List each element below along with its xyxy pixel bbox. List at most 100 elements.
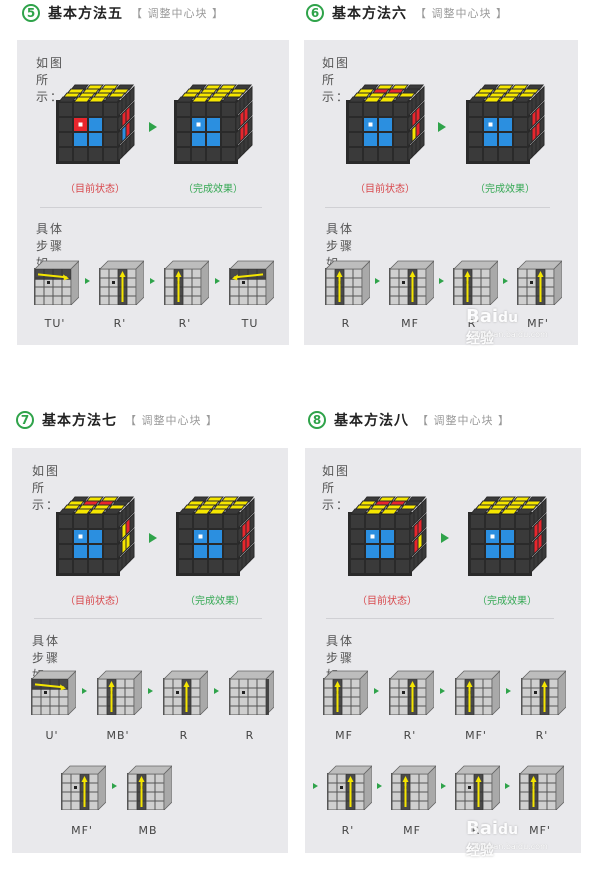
- move-label: R: [179, 729, 189, 742]
- before-caption: （目前状态）: [65, 596, 125, 607]
- divider: [40, 207, 262, 208]
- arrow-icon: [377, 783, 382, 789]
- arrow-icon: [375, 278, 380, 284]
- step-cube-1: [34, 260, 79, 305]
- arrow-icon: [439, 278, 444, 284]
- before-caption: （目前状态）: [357, 596, 417, 607]
- step-cube-3: [453, 260, 498, 305]
- step-cube-2: [97, 670, 142, 715]
- section-header: 8 基本方法八 【 调整中心块 】: [308, 410, 510, 430]
- after-caption: （完成效果）: [477, 596, 537, 607]
- step-cube-4: [517, 260, 562, 305]
- step-cube-2: [389, 670, 434, 715]
- step-cube-2: [389, 260, 434, 305]
- arrow-icon: [441, 783, 446, 789]
- step-cube-5: [61, 765, 106, 810]
- section-title: 基本方法八: [334, 413, 409, 429]
- step-cube-4: [229, 670, 274, 715]
- move-label: R': [341, 824, 355, 837]
- arrow-icon: [506, 688, 511, 694]
- after-caption: （完成效果）: [185, 596, 245, 607]
- move-label: TU: [241, 317, 259, 330]
- step-number-badge: 5: [22, 4, 40, 22]
- section-tag: 【 调整中心块 】: [125, 414, 218, 427]
- arrow-icon: [440, 688, 445, 694]
- move-label: MF: [335, 729, 353, 742]
- as-shown-label: 如图所示：: [36, 56, 65, 104]
- as-shown-label: 如图所示：: [322, 464, 351, 512]
- move-label: MF: [401, 317, 419, 330]
- divider: [326, 618, 554, 619]
- watermark-logo: Baidu经验: [466, 818, 519, 859]
- move-label: MB: [138, 824, 158, 837]
- watermark-url: jingyan.baidu.com: [474, 330, 548, 339]
- arrow-icon: [313, 783, 318, 789]
- step-cube-1: [323, 670, 368, 715]
- move-label: R': [467, 317, 481, 330]
- cube-before: [56, 496, 135, 576]
- cube-after: [466, 84, 545, 164]
- arrow-icon: [374, 688, 379, 694]
- arrow-icon: [150, 278, 155, 284]
- cube-before: [346, 84, 425, 164]
- after-caption: （完成效果）: [183, 184, 243, 195]
- arrow-icon: [503, 278, 508, 284]
- step-cube-4: [229, 260, 274, 305]
- section-header: 5 基本方法五 【 调整中心块 】: [22, 3, 224, 23]
- section-header: 7 基本方法七 【 调整中心块 】: [16, 410, 218, 430]
- arrow-icon: [85, 278, 90, 284]
- step-cube-8: [519, 765, 564, 810]
- as-shown-label: 如图所示：: [32, 464, 61, 512]
- watermark-url: jingyan.baidu.com: [474, 842, 548, 851]
- step-cube-1: [325, 260, 370, 305]
- section-tag: 【 调整中心块 】: [417, 414, 510, 427]
- arrow-icon: [149, 122, 157, 132]
- move-label: TU': [44, 317, 66, 330]
- move-label: R: [245, 729, 255, 742]
- section-header: 6 基本方法六 【 调整中心块 】: [306, 3, 508, 23]
- arrow-icon: [214, 688, 219, 694]
- step-cube-3: [164, 260, 209, 305]
- step-cube-7: [455, 765, 500, 810]
- after-caption: （完成效果）: [475, 184, 535, 195]
- cube-after: [174, 84, 253, 164]
- move-label: MF': [71, 824, 93, 837]
- move-label: U': [45, 729, 59, 742]
- step-number-badge: 7: [16, 411, 34, 429]
- divider: [325, 207, 550, 208]
- move-label: MF': [465, 729, 487, 742]
- move-label: R': [178, 317, 192, 330]
- move-label: R': [403, 729, 417, 742]
- section-tag: 【 调整中心块 】: [415, 7, 508, 20]
- arrow-icon: [215, 278, 220, 284]
- step-cube-6: [127, 765, 172, 810]
- move-label: MF: [403, 824, 421, 837]
- step-cube-1: [31, 670, 76, 715]
- move-label: R: [341, 317, 351, 330]
- cube-after: [176, 496, 255, 576]
- cube-before: [348, 496, 427, 576]
- section-tag: 【 调整中心块 】: [131, 7, 224, 20]
- cube-after: [468, 496, 547, 576]
- move-label: R': [113, 317, 127, 330]
- divider: [34, 618, 262, 619]
- step-cube-4: [521, 670, 566, 715]
- arrow-icon: [441, 533, 449, 543]
- step-cube-5: [327, 765, 372, 810]
- move-label: MB': [106, 729, 130, 742]
- move-label: MF': [529, 824, 551, 837]
- move-label: R: [471, 824, 481, 837]
- step-cube-3: [163, 670, 208, 715]
- cube-before: [56, 84, 135, 164]
- arrow-icon: [149, 533, 157, 543]
- section-title: 基本方法五: [48, 6, 123, 22]
- section-title: 基本方法七: [42, 413, 117, 429]
- arrow-icon: [148, 688, 153, 694]
- arrow-icon: [505, 783, 510, 789]
- before-caption: （目前状态）: [65, 184, 125, 195]
- section-title: 基本方法六: [332, 6, 407, 22]
- step-number-badge: 8: [308, 411, 326, 429]
- as-shown-label: 如图所示：: [322, 56, 351, 104]
- step-cube-2: [99, 260, 144, 305]
- move-label: R': [535, 729, 549, 742]
